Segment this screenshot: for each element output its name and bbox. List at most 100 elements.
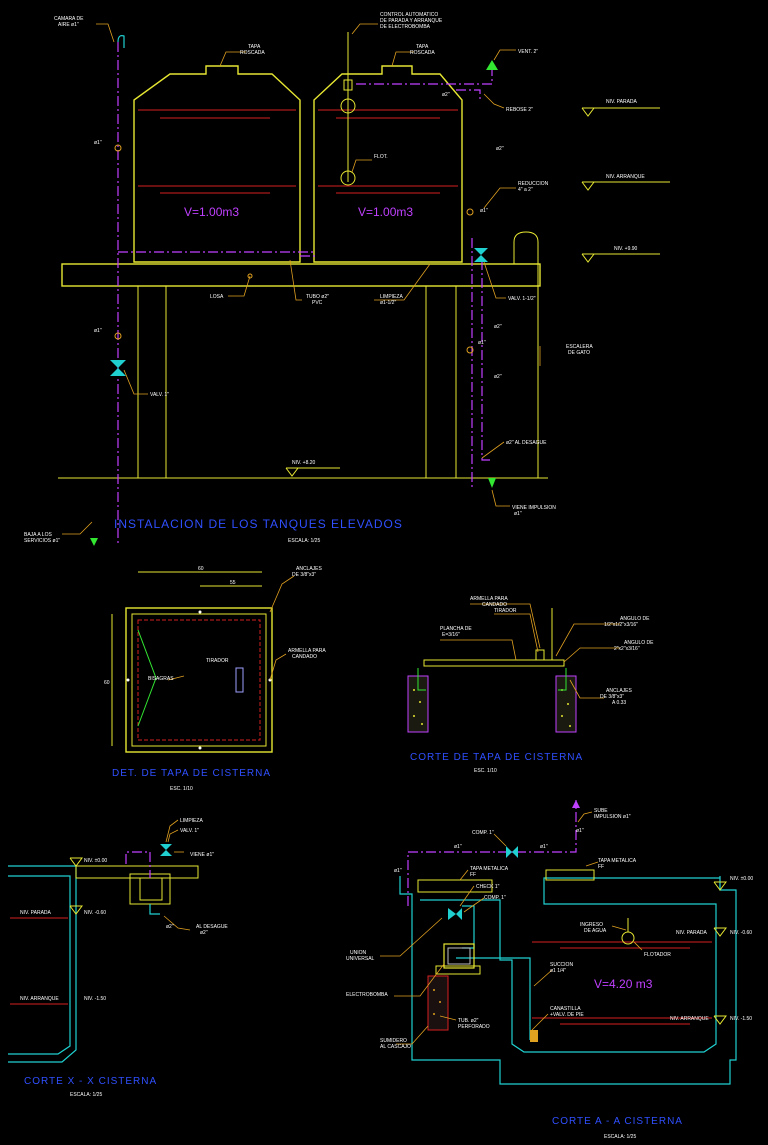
aa-cistern-outer — [399, 876, 737, 1085]
xx-niv-150-label: NIV. -1.50 — [84, 996, 106, 1002]
cut-scale: ESC. 1/10 — [474, 768, 497, 774]
cut-tirador-label: TIRADOR — [494, 608, 517, 614]
xx-niv-arranque-label: NIV. ARRANQUE — [20, 996, 59, 1002]
aa-niv-parada: NIV. PARADA — [676, 930, 708, 936]
concrete-dots — [413, 689, 571, 727]
d1-right-label: ø1" — [480, 208, 488, 214]
small-rings — [114, 144, 474, 354]
valv-right-label: VALV. 1-1/2" — [508, 296, 536, 302]
aa-check-valve — [448, 908, 462, 920]
xx-niv-000-label: NIV. ±0.00 — [84, 858, 107, 864]
arrow-down-left — [90, 538, 98, 546]
aa-title: CORTE A - A CISTERNA — [552, 1116, 683, 1127]
aa-niv-arranque: NIV. ARRANQUE — [670, 1016, 709, 1022]
aa-tub: TUB. ø2"PERFORADO — [458, 1018, 490, 1030]
vent-label: VENT. 2" — [518, 49, 538, 55]
aa-valve-top — [506, 846, 518, 858]
aa-d1-c: ø1" — [540, 844, 548, 850]
aa-arrow-up — [572, 800, 580, 808]
pipes — [117, 42, 493, 546]
tanks-scale: ESCALA: 1/25 — [288, 538, 320, 544]
xx-niv-060-label: NIV. -0.60 — [84, 910, 106, 916]
ladder — [513, 231, 539, 478]
lid-scale: ESC. 1/10 — [170, 786, 193, 792]
volume-tank-2: V=1.00m3 — [358, 205, 413, 219]
dim-side: 60 — [104, 680, 110, 686]
cut-title: CORTE DE TAPA DE CISTERNA — [410, 752, 583, 763]
aa-electrobomba: ELECTROBOMBA — [346, 992, 388, 998]
aa-d1-b: ø1" — [454, 844, 462, 850]
dim-55: 55 — [230, 580, 236, 586]
aa-comp-top: COMP. 1" — [472, 830, 494, 836]
aa-comp: COMP. 1" — [484, 895, 506, 901]
lid-title: DET. DE TAPA DE CISTERNA — [112, 768, 271, 779]
niv-990-label: NIV. +9.90 — [614, 246, 638, 252]
aa-scale: ESCALA: 1/25 — [604, 1134, 636, 1140]
aa-d1-d: ø1" — [394, 868, 402, 874]
xx-title: CORTE X - X CISTERNA — [24, 1076, 157, 1087]
float-bottom — [340, 170, 356, 186]
valve-left — [110, 360, 126, 376]
d1-r2-label: ø1" — [478, 340, 486, 346]
tank-2 — [313, 65, 463, 263]
aa-canastilla: CANASTILLA+VALV. DE PIE — [550, 1006, 584, 1018]
lid-tirador-label: TIRADOR — [206, 658, 229, 664]
lid-bisagras-label: BISAGRAS — [148, 676, 174, 682]
valve-right — [474, 248, 488, 262]
d2-r3-label: ø2" — [494, 374, 502, 380]
xx-niv-parada-label: NIV. PARADA — [20, 910, 52, 916]
cyan-pipe-top — [117, 35, 125, 48]
lid-frame — [125, 607, 273, 753]
aa-volume: V=4.20 m3 — [594, 977, 653, 991]
tubo-label: TUBO ø2"PVC — [306, 294, 329, 306]
xx-valv-label: VALV. 1" — [180, 828, 199, 834]
aa-flotador: FLOTADOR — [644, 952, 671, 958]
aa-niv-150: NIV. -1.50 — [730, 1016, 752, 1022]
vent-cap — [486, 60, 498, 70]
d2-top-label: ø2" — [442, 92, 450, 98]
xx-limpieza-label: LIMPIEZA — [180, 818, 203, 824]
tanks-title: INSTALACION DE LOS TANQUES ELEVADOS — [114, 517, 403, 531]
float-top — [340, 98, 356, 114]
slab — [61, 263, 541, 287]
aa-check: CHECK 1" — [476, 884, 500, 890]
aa-niv-060: NIV. -0.60 — [730, 930, 752, 936]
aa-d1-a: ø1" — [576, 828, 584, 834]
xx-wall — [8, 865, 77, 1063]
aa-niv-000: NIV. ±0.00 — [730, 876, 753, 882]
arrow-down-right — [488, 478, 496, 488]
niv-parada-label: NIV. PARADA — [606, 99, 638, 105]
valv-left-label: VALV. 1" — [150, 392, 169, 398]
flot-label: FLOT. — [374, 154, 388, 160]
dim-60: 60 — [198, 566, 204, 572]
level-markers — [285, 107, 670, 477]
desague-label: ø2" AL DESAGUE — [506, 440, 547, 446]
volume-tank-1: V=1.00m3 — [184, 205, 239, 219]
losa-label: LOSA — [210, 294, 224, 300]
niv-820-label: NIV. +8.20 — [292, 460, 316, 466]
